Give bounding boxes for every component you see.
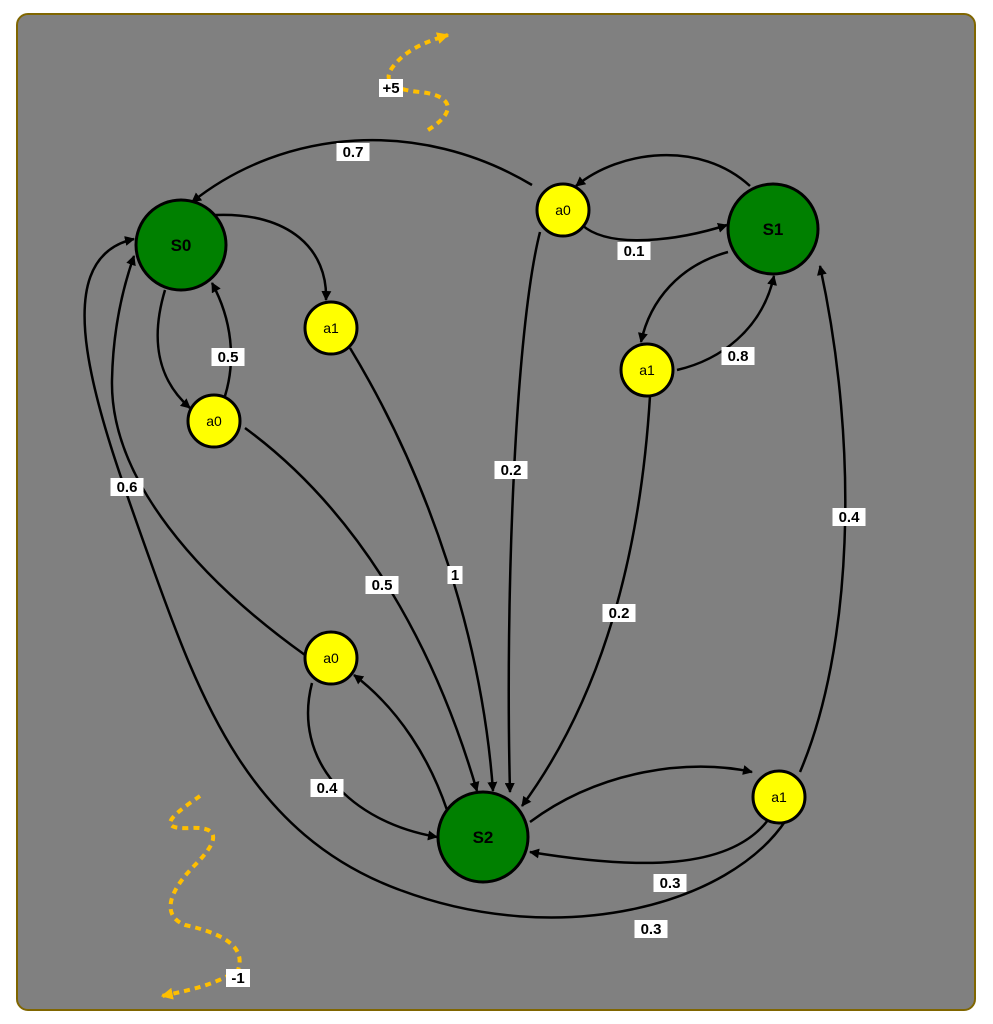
svg-text:0.3: 0.3 [641, 921, 662, 938]
state-node-s1: S1 [726, 182, 820, 276]
probability-label: 0.4 [832, 508, 866, 526]
reward-label: +5 [379, 79, 403, 97]
action-label: a1 [771, 789, 787, 805]
action-node-s0a0: a0 [186, 393, 242, 449]
svg-text:0.3: 0.3 [660, 875, 681, 892]
action-label: a0 [555, 202, 571, 218]
svg-text:0.8: 0.8 [728, 348, 749, 365]
action-node-s2a0: a0 [303, 630, 359, 686]
svg-text:0.2: 0.2 [501, 462, 522, 479]
edge-s1-to-a0 [575, 153, 751, 187]
edge-s2-to-a1 [529, 765, 753, 824]
svg-text:0.4: 0.4 [317, 780, 339, 797]
edge-s1a0-to-s1 [581, 222, 728, 242]
state-label: S2 [473, 828, 494, 847]
edge-s1a0-to-s2 [504, 231, 542, 793]
reward-label: -1 [226, 969, 250, 987]
svg-text:+5: +5 [382, 80, 399, 97]
action-node-s1a0: a0 [535, 182, 591, 238]
state-node-s0: S0 [134, 198, 228, 292]
edge-s1-to-a1 [638, 250, 729, 343]
edge-s0a1-to-s2 [348, 347, 498, 792]
probability-label: 0.5 [365, 576, 399, 594]
probability-label: 0.6 [110, 478, 144, 496]
edge-s2a1-to-s2 [529, 819, 769, 865]
state-label: S1 [763, 220, 784, 239]
probability-label: 0.7 [336, 143, 370, 161]
state-node-s2: S2 [436, 790, 530, 884]
probability-label: 0.4 [310, 779, 344, 797]
svg-text:0.1: 0.1 [624, 243, 645, 260]
svg-text:-1: -1 [231, 970, 244, 987]
edge-s2a0-to-s2 [306, 682, 438, 841]
edge-s0a0-to-s0 [210, 282, 233, 397]
svg-text:0.5: 0.5 [218, 349, 239, 366]
svg-text:1: 1 [451, 567, 459, 584]
probability-label: 0.3 [653, 874, 687, 892]
action-label: a0 [206, 413, 222, 429]
probability-label: 0.3 [634, 920, 668, 938]
action-label: a1 [323, 320, 339, 336]
action-label: a1 [639, 362, 655, 378]
probability-label: 0.2 [494, 461, 528, 479]
probability-label: 0.2 [602, 604, 636, 622]
edge-s2a0-to-s0 [110, 255, 306, 657]
edge-s2-to-a0 [353, 674, 449, 811]
edge-s1a0-to-s0 [191, 138, 533, 203]
edge-s0-to-a0 [156, 289, 191, 409]
reward-arrow-minus1 [160, 794, 242, 1000]
edge-s1a1-to-s1 [676, 275, 777, 372]
state-label: S0 [171, 236, 192, 255]
probability-label: 1 [447, 566, 463, 584]
edge-s0a0-to-s2 [244, 426, 480, 792]
svg-text:0.7: 0.7 [343, 144, 364, 161]
svg-text:0.5: 0.5 [372, 577, 393, 594]
edge-s0-to-a1 [214, 213, 332, 301]
probability-label: 0.5 [211, 348, 245, 366]
edge-s1a1-to-s2 [520, 395, 652, 807]
action-node-s0a1: a1 [303, 300, 359, 356]
probability-label: 0.8 [721, 347, 755, 365]
action-node-s2a1: a1 [751, 769, 807, 825]
svg-text:0.2: 0.2 [609, 605, 630, 622]
probability-label: 0.1 [617, 242, 651, 260]
svg-text:0.4: 0.4 [839, 509, 861, 526]
edge-s2a1-to-s0 [83, 236, 788, 919]
svg-text:0.6: 0.6 [117, 479, 138, 496]
action-node-s1a1: a1 [619, 342, 675, 398]
edge-s2a1-to-s1 [798, 265, 847, 773]
action-label: a0 [323, 650, 339, 666]
